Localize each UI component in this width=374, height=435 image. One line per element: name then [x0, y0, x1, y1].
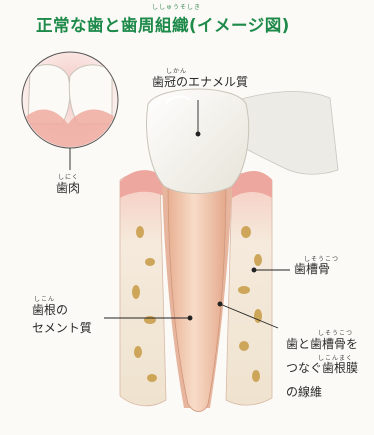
gum-label: 歯肉: [56, 180, 80, 197]
enamel-label: 歯冠のエナメル質: [152, 74, 248, 91]
cementum-label-line1: 歯根の: [32, 302, 68, 319]
left-bone-block: [120, 173, 166, 406]
cementum-label-line2: セメント質: [32, 320, 92, 337]
alveolar-bone-label: 歯槽骨: [294, 261, 330, 278]
ligament-label-line2: つなぐ歯根膜: [286, 360, 358, 377]
title-ruby: ししゅうそしき: [152, 2, 201, 11]
ligament-label-line1: 歯と歯槽骨を: [286, 336, 358, 353]
ligament-label-line3: の線維: [286, 384, 322, 401]
tooth-root: [168, 176, 226, 412]
page-title: 正常な歯と歯周組織(イメージ図): [36, 12, 290, 36]
